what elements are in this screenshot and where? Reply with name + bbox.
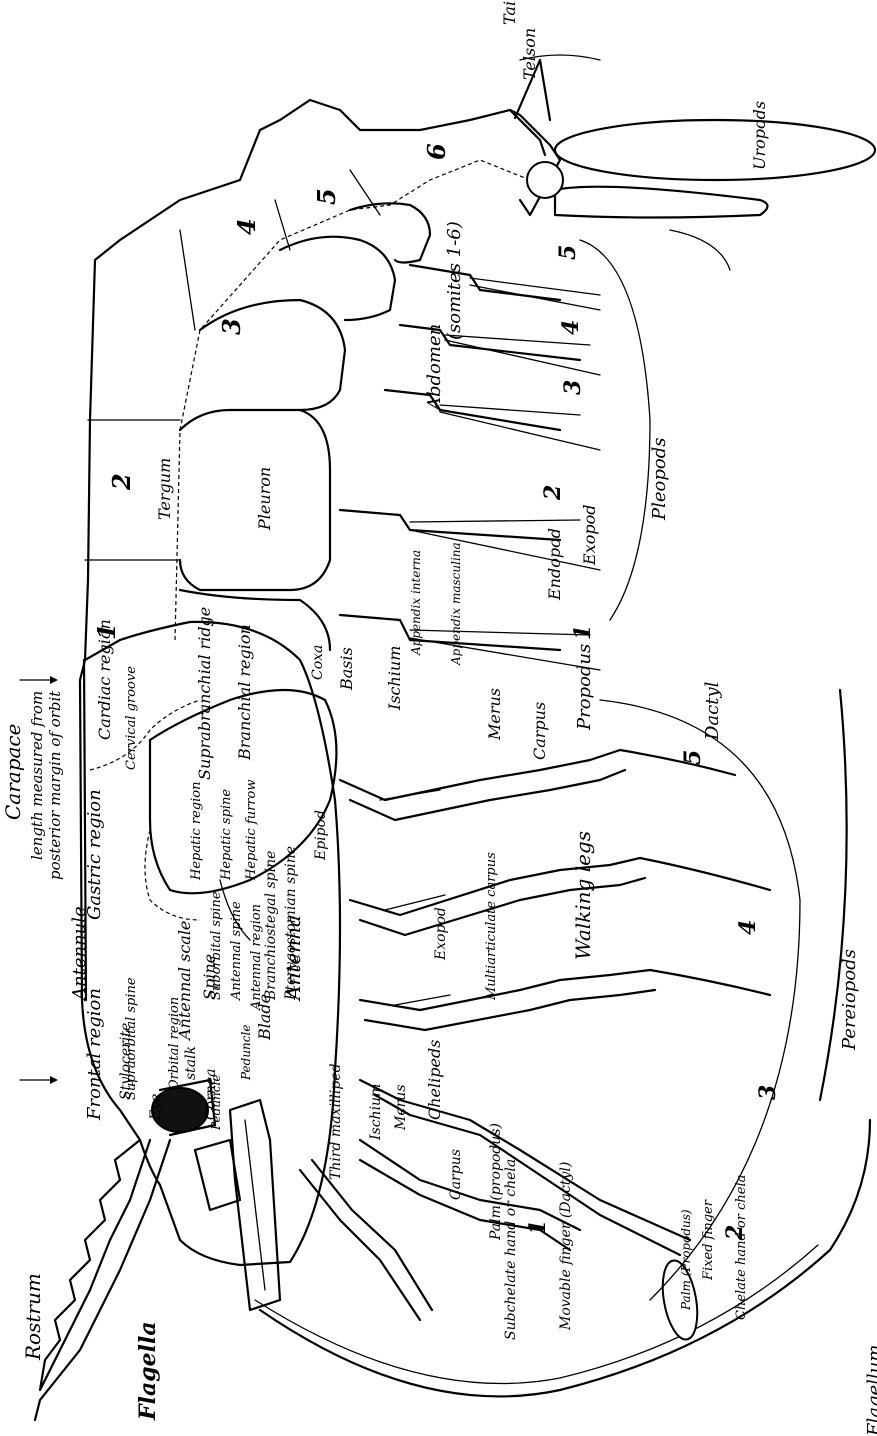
somite-number-1: 1 <box>92 623 121 640</box>
label-movable-finger: Movable finger (Dactyl) <box>558 1162 574 1331</box>
label-propodus: Propodus <box>574 644 595 731</box>
label-pterygostomian-spine: Pterygostomian spine <box>283 846 299 1001</box>
label-flagellum: Flagellum <box>864 1345 877 1436</box>
somite-number-2: 2 <box>107 473 136 491</box>
label-exopod: Exopod <box>433 907 449 961</box>
leg-number-5: 5 <box>680 750 706 765</box>
walking-legs <box>300 750 770 1342</box>
tergum-pleuron-boundary <box>175 160 530 640</box>
pleuron-4 <box>280 237 395 320</box>
pereiopods-brace <box>600 700 800 1300</box>
label-suprabranchial-ridge: Suprabranchial ridge <box>195 607 214 780</box>
label-dactyl: Dactyl <box>702 681 723 741</box>
label-branchial-region: Branchial region <box>235 624 254 761</box>
label-branchiostegal-spine: Branchiostegal spine <box>263 851 279 1001</box>
label-hepatic-spine: Hepatic spine <box>219 789 234 881</box>
label-appendix-interna: Appendix interna <box>409 550 423 656</box>
pleuron-5 <box>350 203 430 262</box>
label-exopod-2: Exopod <box>580 505 599 566</box>
label-pleuron: Pleuron <box>255 467 274 531</box>
label-antennal-region: Antennal region <box>249 904 264 1011</box>
label-carpus-2: Carpus <box>448 1149 464 1200</box>
label-walking-legs: Walking legs <box>571 831 595 960</box>
pleopod-number-1: 1 <box>570 625 596 640</box>
label-tail-fan: Tail fan <box>500 0 519 25</box>
label-antennal-spine: Antennal spine <box>229 901 244 1001</box>
label-abdomen: Abdomen <box>424 324 445 412</box>
label-stalk: stalk <box>183 1046 199 1080</box>
telson-outline <box>510 110 560 215</box>
label-peduncle-2: Peduncle <box>239 1025 253 1081</box>
label-hepatic-region: Hepatic region <box>189 782 204 881</box>
label-appendix-masculina: Appendix masculina <box>449 542 463 666</box>
label-fixed-finger: Fixed finger <box>701 1199 716 1281</box>
label-chelate: Chelate hand or chela <box>734 1175 749 1320</box>
somite-number-4: 4 <box>232 218 261 235</box>
pleopod-number-4: 4 <box>558 320 584 335</box>
label-rostrum: Rostrum <box>21 1273 45 1361</box>
pleopod-number-3: 3 <box>560 380 586 395</box>
uropod-base <box>527 162 563 198</box>
label-carapace: Carapace <box>1 724 25 820</box>
pleuron-3 <box>200 300 345 410</box>
label-multiarticulate: Multiarticulate carpus <box>484 852 499 1001</box>
label-pleopods: Pleopods <box>649 438 670 521</box>
label-frontal-region: Frontal region <box>84 988 105 1121</box>
label-cornea: Cornea <box>203 1069 219 1120</box>
label-gastric-region: Gastric region <box>84 789 105 920</box>
label-uropods: Uropods <box>750 101 769 170</box>
rostrum-outline <box>40 1140 150 1390</box>
label-subchelate: Subchelate hand or chela <box>503 1159 519 1340</box>
somite-number-3: 3 <box>217 318 246 335</box>
label-eye: Eye <box>148 1094 164 1121</box>
label-merus: Merus <box>485 688 504 741</box>
pleopod-number-2: 2 <box>540 485 566 501</box>
somite-divider-3 <box>180 230 195 330</box>
pleopod-number-5: 5 <box>555 245 581 260</box>
label-basis: Basis <box>337 647 356 691</box>
somite-number-6: 6 <box>422 143 451 160</box>
leg-number-3: 3 <box>755 1085 781 1100</box>
label-suborbital-spine: Suborbital spine <box>209 891 224 1000</box>
label-palm-propodus: Palm (propodus) <box>488 1123 504 1241</box>
abdomen-brace <box>670 230 730 270</box>
uropod-inner <box>555 120 875 180</box>
label-tergum: Tergum <box>155 458 174 520</box>
label-ischium: Ischium <box>385 646 404 711</box>
label-third-maxilliped: Third maxilliped <box>328 1063 344 1180</box>
label-orbital-region: Orbital region <box>167 997 182 1090</box>
label-epipod: Epipod <box>313 810 329 861</box>
label-hepatic-furrow: Hepatic furrow <box>244 780 259 881</box>
label-carapace-note-1: length measured from <box>28 691 46 860</box>
leg-number-2: 2 <box>722 1225 748 1241</box>
label-coxa: Coxa <box>310 645 326 680</box>
label-carapace-note-2: posterior margin of orbit <box>46 690 64 880</box>
label-carpus: Carpus <box>530 702 549 760</box>
somite-number-5: 5 <box>312 188 341 205</box>
label-pereiopods: Pereiopods <box>839 949 860 1051</box>
label-merus-2: Merus <box>393 1084 409 1131</box>
label-supraorbital-spine: Supraorbital spine <box>124 977 139 1100</box>
label-flagella: Flagella <box>135 1321 161 1421</box>
label-somites: (somites 1-6) <box>444 221 465 340</box>
label-cervical-groove: Cervical groove <box>124 666 139 770</box>
label-telson: Telson <box>520 28 539 80</box>
label-ischium-2: Ischium <box>368 1084 384 1141</box>
label-endopod: Endopod <box>545 528 564 601</box>
leg-number-4: 4 <box>735 920 761 935</box>
label-palm-propodus-2: Palm (Propodus) <box>679 1209 693 1311</box>
uropod-outer <box>555 187 768 218</box>
leg-number-1: 1 <box>525 1220 551 1235</box>
label-chelipeds: Chelipeds <box>425 1040 444 1120</box>
abdomen-outline <box>85 100 545 660</box>
